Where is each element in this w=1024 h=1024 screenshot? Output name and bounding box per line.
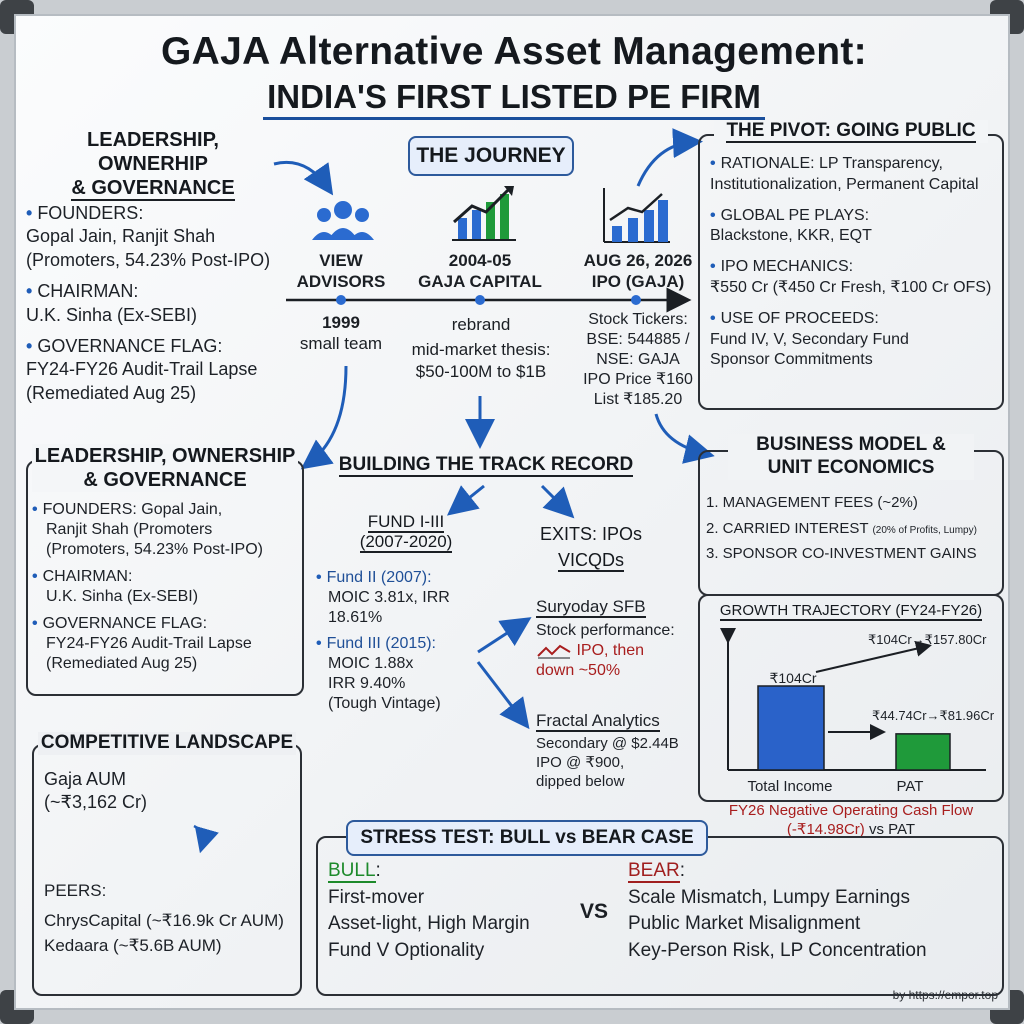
growth-chart bbox=[720, 628, 986, 771]
milestone-2-title: 2004-05 GAJA CAPITAL bbox=[418, 251, 542, 292]
fund-2: •Fund II (2007): MOIC 3.81x, IRR 18.61% bbox=[316, 569, 450, 626]
bar-total-income bbox=[757, 685, 825, 771]
leadership-box-body: •FOUNDERS: Gopal Jain, Ranjit Shah (Prom… bbox=[32, 501, 263, 672]
stress-test-header: STRESS TEST: BULL vs BEAR CASE bbox=[346, 820, 708, 856]
fractal-exit: Fractal Analytics Secondary @ $2.44B IPO… bbox=[536, 711, 679, 790]
page-subtitle: INDIA'S FIRST LISTED PE FIRM bbox=[16, 78, 1012, 120]
page-title: GAJA Alternative Asset Management: bbox=[161, 30, 867, 73]
arrow-leadership-to-advisors bbox=[273, 160, 334, 196]
arrow-ipo-to-business bbox=[654, 413, 715, 464]
arrow-fund3-to-fractal bbox=[476, 661, 530, 730]
pat-arrow-label: ₹44.74Cr→₹81.96Cr bbox=[872, 708, 995, 723]
income-growth-arrow bbox=[815, 640, 932, 673]
journey-header: THE JOURNEY bbox=[408, 136, 574, 176]
peers-list: PEERS: ChrysCapital (~₹16.9k Cr AUM) Ked… bbox=[44, 881, 284, 955]
milestone-1-title: VIEW ADVISORS bbox=[296, 251, 386, 292]
arrow-track-to-funds bbox=[446, 484, 485, 516]
business-model-header: BUSINESS MODEL & UNIT ECONOMICS bbox=[728, 434, 974, 480]
exits-header: EXITS: IPOs VICQDs bbox=[539, 524, 643, 572]
connector-arrows bbox=[193, 128, 715, 854]
bar-pat bbox=[895, 733, 951, 771]
down-trend-icon bbox=[537, 644, 571, 659]
timeline-dot-3 bbox=[631, 295, 641, 305]
timeline-dot-1 bbox=[336, 295, 346, 305]
leadership-top-body: •FOUNDERS: Gopal Jain, Ranjit Shah (Prom… bbox=[26, 203, 271, 403]
footer-credit: by https://empor.top bbox=[892, 988, 998, 1002]
bar-chart-icon bbox=[603, 188, 670, 243]
arrow-competitive bbox=[193, 824, 219, 854]
fund-3: •Fund III (2015): MOIC 1.88x IRR 9.40% (… bbox=[316, 635, 441, 712]
arrow-track-to-exits bbox=[540, 484, 575, 519]
gaja-aum: Gaja AUM (~₹3,162 Cr) bbox=[44, 769, 147, 813]
growth-box bbox=[698, 594, 1004, 802]
income-arrow-label: ₹104Cr→₹157.80Cr bbox=[868, 632, 987, 647]
milestone-3-title: AUG 26, 2026 IPO (GAJA) bbox=[583, 251, 693, 292]
income-start-label: ₹104Cr bbox=[769, 670, 817, 686]
business-model-body: 1. MANAGEMENT FEES (~2%) 2. CARRIED INTE… bbox=[706, 494, 977, 562]
funds-header: FUND I-III (2007-2020) bbox=[359, 512, 453, 554]
pivot-body: •RATIONALE: LP Transparency, Institution… bbox=[710, 155, 992, 369]
milestone-2-sub: rebrand mid-market thesis: $50-100M to $… bbox=[411, 315, 551, 381]
cash-flow-note: FY26 Negative Operating Cash Flow (-₹14.… bbox=[728, 802, 974, 838]
growth-chart-icon bbox=[452, 186, 516, 241]
whiteboard: GAJA Alternative Asset Management: INDIA… bbox=[14, 14, 1010, 1010]
competitive-header: COMPETITIVE LANDSCAPE bbox=[38, 732, 296, 755]
leadership-box-header: LEADERSHIP, OWNERSHIP & GOVERNANCE bbox=[32, 444, 298, 492]
suryoday-exit: Suryoday SFB Stock performance: IPO, the… bbox=[536, 597, 675, 680]
x-label-income: Total Income bbox=[747, 778, 833, 795]
growth-header: GROWTH TRAJECTORY (FY24-FY26) bbox=[719, 602, 983, 621]
x-label-pat: PAT bbox=[896, 778, 924, 795]
milestone-3-sub: Stock Tickers: BSE: 544885 / NSE: GAJA I… bbox=[583, 311, 693, 408]
people-icon bbox=[312, 201, 374, 240]
arrow-journey-to-leadership bbox=[300, 365, 348, 470]
leadership-top-header: LEADERSHIP, OWNERHIP & GOVERNANCE bbox=[71, 129, 235, 201]
milestone-1-sub: 1999 small team bbox=[299, 313, 383, 354]
track-record-header: BUILDING THE TRACK RECORD bbox=[338, 454, 634, 477]
timeline-dot-2 bbox=[475, 295, 485, 305]
bear-case: BEAR: Scale Mismatch, Lumpy Earnings Pub… bbox=[628, 860, 927, 961]
vs-label: VS bbox=[579, 900, 608, 923]
bull-case: BULL: First-mover Asset-light, High Marg… bbox=[328, 860, 530, 961]
arrow-ipo-to-pivot bbox=[636, 128, 703, 187]
arrow-fund3-to-suryoday bbox=[477, 617, 532, 654]
pivot-header: THE PIVOT: GOING PUBLIC bbox=[714, 120, 988, 143]
